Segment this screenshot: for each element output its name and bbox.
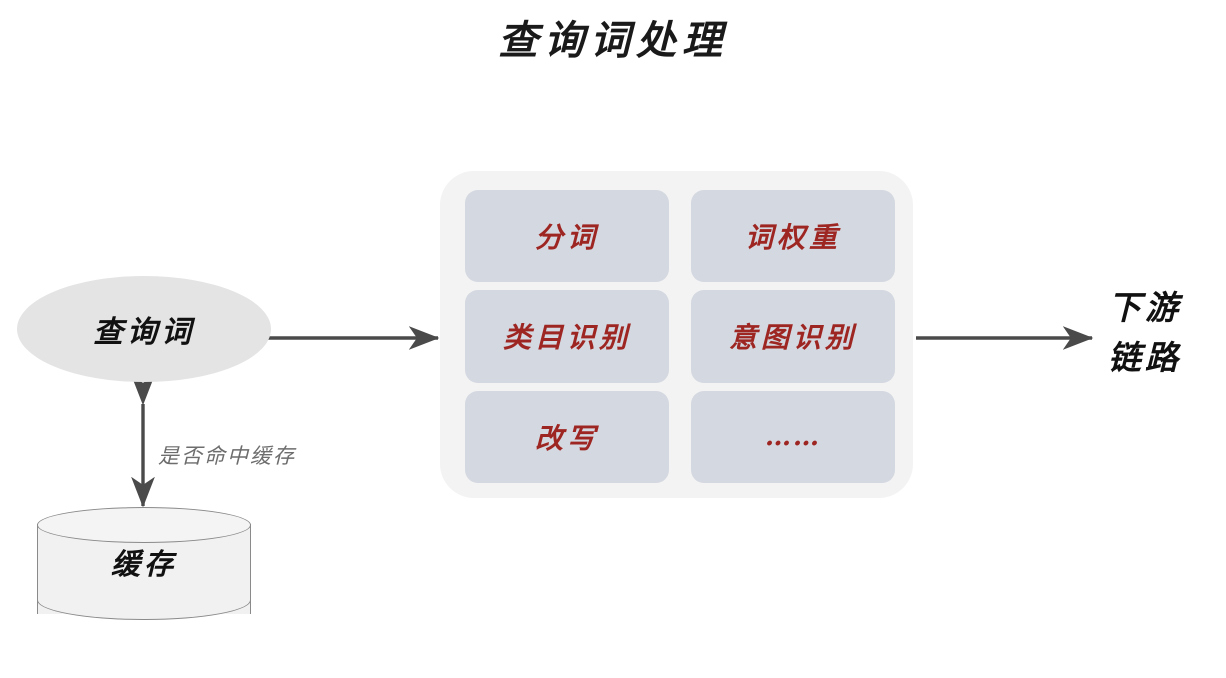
edge-label-cache-hit: 是否命中缓存	[158, 444, 296, 468]
panel-cell-label: 类目识别	[502, 321, 631, 355]
processing-steps-grid: 分词 词权重 类目识别 意图识别 改写 ……	[465, 190, 895, 483]
panel-cell-label: 分词	[534, 221, 599, 255]
node-cache[interactable]: 缓存	[37, 507, 251, 631]
node-downstream-line2: 链路	[1108, 338, 1182, 377]
node-query[interactable]: 查询词	[17, 276, 271, 382]
node-cache-label: 缓存	[110, 547, 177, 581]
panel-cell-label: 词权重	[744, 221, 841, 255]
page-title: 查询词处理	[498, 17, 728, 64]
cylinder-top-cap	[37, 507, 251, 543]
node-downstream: 下游 链路	[1108, 283, 1220, 383]
panel-cell-more[interactable]: ……	[691, 390, 895, 483]
panel-cell-intent-recognition[interactable]: 意图识别	[691, 290, 895, 383]
panel-cell-label: 改写	[534, 421, 599, 455]
panel-cell-rewrite[interactable]: 改写	[465, 390, 669, 483]
panel-cell-segmentation[interactable]: 分词	[465, 190, 669, 283]
panel-cell-label: 意图识别	[728, 321, 857, 355]
node-downstream-line1: 下游	[1108, 288, 1182, 327]
panel-cell-label: ……	[765, 421, 821, 452]
node-query-label: 查询词	[93, 315, 195, 350]
query-processing-panel: 分词 词权重 类目识别 意图识别 改写 ……	[440, 171, 913, 498]
cylinder-bottom-cap	[37, 579, 251, 620]
panel-cell-category-recognition[interactable]: 类目识别	[465, 290, 669, 383]
panel-cell-term-weight[interactable]: 词权重	[691, 190, 895, 283]
